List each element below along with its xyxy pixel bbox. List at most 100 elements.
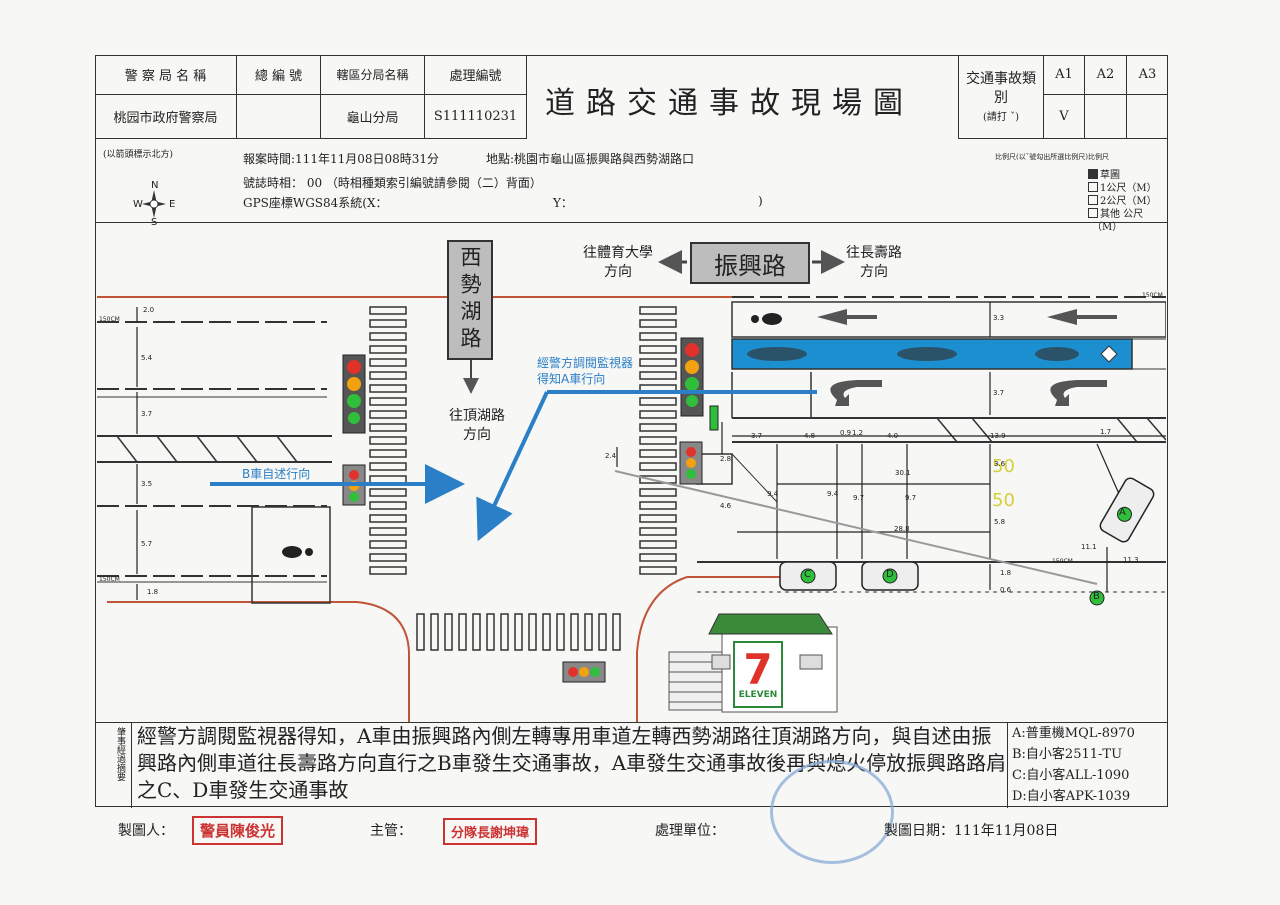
checkbox-icon [1088, 195, 1098, 205]
checkbox-icon [1088, 182, 1098, 192]
compass-w: W [133, 199, 143, 210]
measure-label: 2.8 [720, 455, 732, 463]
category-a3[interactable]: A3 [1127, 55, 1168, 95]
measure-label: 150CM [99, 316, 120, 323]
scale-title: 比例尺(以ˇ號勾出所選比例尺)比例尺 [995, 153, 1109, 161]
vehicle-c-info: C:自小客ALL-1090 [1012, 768, 1130, 783]
branch-value: 龜山分局 [321, 95, 425, 139]
measure-label: 4.0 [887, 432, 899, 440]
accident-summary: 肇事經過摘要 經警方調閱監視器得知，A車由振興路內側左轉專用車道左轉西勢湖路往頂… [95, 722, 1168, 808]
category-cell-a3 [1127, 95, 1168, 139]
measure-label: 0.9 [840, 429, 852, 437]
measure-label: 3.6 [994, 460, 1006, 468]
xishi-road-label: 西勢湖路 [458, 246, 482, 354]
report-frame [95, 55, 1168, 807]
vehicle-d-info: D:自小客APK-1039 [1012, 789, 1131, 804]
category-a1[interactable]: A1 [1044, 55, 1085, 95]
vehicle-d-label: D [886, 569, 894, 580]
info-divider [95, 222, 1168, 223]
dir-tiyu: 往體育大學方向 [583, 245, 653, 280]
measure-label: 28.8 [894, 525, 910, 533]
agency-label: 警 察 局 名 稱 [95, 55, 237, 95]
measure-label: 4.8 [804, 432, 816, 440]
speed-marking-2: 50 [992, 490, 1015, 511]
measure-label: 5.4 [141, 354, 153, 362]
vehicle-b-label: B [1093, 591, 1100, 602]
compass-e: E [169, 199, 176, 210]
measure-label: 3.5 [141, 480, 153, 488]
supervisor-label: 主管： [370, 823, 412, 839]
measure-label: 9.7 [853, 494, 865, 502]
scale-unit: （M） [1092, 222, 1123, 233]
measure-label: 1.7 [1100, 428, 1112, 436]
vehicle-c-label: C [804, 569, 811, 580]
speed-marking-1: 50 [992, 456, 1015, 477]
category-label: 交通事故類別 (請打 ˇ) [958, 55, 1044, 139]
vehicle-a-info: A:普重機MQL-8970 [1012, 726, 1135, 741]
compass-rose-icon [142, 190, 166, 218]
measure-label: 3.7 [751, 432, 763, 440]
report-time: 報案時間:111年11月08日08時31分 [243, 152, 440, 166]
compass-icon: N W E S [133, 180, 176, 228]
store-name: ELEVEN [738, 690, 778, 700]
checkbox-checked-icon [1088, 169, 1098, 179]
signal-phase: 號誌時相： 00 （時相種類索引編號請參閱（二）背面） [243, 176, 542, 190]
summary-side-divider [131, 723, 132, 808]
measure-label: 3.7 [993, 389, 1005, 397]
map-drawing: 7 [97, 250, 1166, 722]
measure-label: 150CM [1142, 292, 1163, 299]
measure-label: 9.4 [827, 490, 839, 498]
category-a2[interactable]: A2 [1085, 55, 1127, 95]
xishi-road-sign: 西勢湖路 [447, 240, 493, 360]
gps-x: GPS座標WGS84系統(X： [243, 196, 388, 210]
measure-label: 150CM [1052, 558, 1073, 565]
supervisor-stamp: 分隊長謝坤瑋 [443, 818, 538, 845]
measure-label: 1.2 [852, 429, 864, 437]
measure-label: 1.8 [147, 588, 159, 596]
vehicle-list: A:普重機MQL-8970 B:自小客2511-TU C:自小客ALL-1090… [1007, 723, 1168, 808]
category-hint: (請打 ˇ) [983, 112, 1019, 123]
checkbox-icon [1088, 208, 1098, 218]
measure-label: 30.1 [895, 469, 911, 477]
north-note: (以箭頭標示北方) [103, 150, 174, 160]
location: 地點:桃園市龜山區振興路與西勢湖路口 [486, 152, 695, 166]
dir-changshou: 往長壽路方向 [846, 245, 902, 280]
dir-dinghu: 往頂湖路方向 [449, 408, 505, 443]
measure-label: 9.7 [905, 494, 917, 502]
scale-option-other[interactable]: 其他 公尺 [1088, 208, 1157, 221]
measure-label: 9.4 [767, 490, 779, 498]
category-cell-a2 [1085, 95, 1127, 139]
gps-end: ) [758, 194, 763, 208]
official-seal-icon [770, 760, 894, 864]
measure-label: 11.1 [1081, 543, 1097, 551]
measure-label: 5.7 [141, 540, 153, 548]
serial-label: 總 編 號 [237, 55, 321, 95]
measure-label: 3.3 [993, 314, 1005, 322]
measure-label: 4.6 [720, 502, 732, 510]
branch-label: 轄區分局名稱 [321, 55, 425, 95]
serial-value [237, 95, 321, 139]
measure-label: 5.8 [994, 518, 1006, 526]
scale-option-sketch[interactable]: 草圖 [1088, 169, 1157, 182]
drawer-label: 製圖人： [118, 823, 174, 839]
case-label: 處理編號 [425, 55, 527, 95]
scale-option-1m[interactable]: 1公尺（M） [1088, 182, 1157, 195]
measure-label: 0.6 [1000, 586, 1012, 594]
speed-marking: 50 50 [992, 450, 1015, 518]
note-monitor: 經警方調閱監視器得知A車行向 [537, 356, 634, 386]
measure-label: 2.0 [143, 306, 155, 314]
measure-label: 150CM [99, 576, 120, 583]
case-value: S111110231 [425, 95, 527, 139]
measure-label: 2.4 [605, 452, 617, 460]
zhenxing-road-sign: 振興路 [690, 242, 810, 284]
gps-y: Y： [553, 196, 573, 210]
measure-label: 1.8 [1000, 569, 1012, 577]
note-b-direction: B車自述行向 [242, 467, 311, 481]
compass-n: N [151, 180, 159, 191]
category-label-text: 交通事故類別 [966, 71, 1036, 106]
measure-label: 11.3 [1123, 556, 1139, 564]
vehicle-b-info: B:自小客2511-TU [1012, 747, 1123, 762]
svg-text:7: 7 [743, 645, 772, 694]
measure-label: 13.9 [990, 432, 1006, 440]
scale-option-2m[interactable]: 2公尺（M） [1088, 195, 1157, 208]
